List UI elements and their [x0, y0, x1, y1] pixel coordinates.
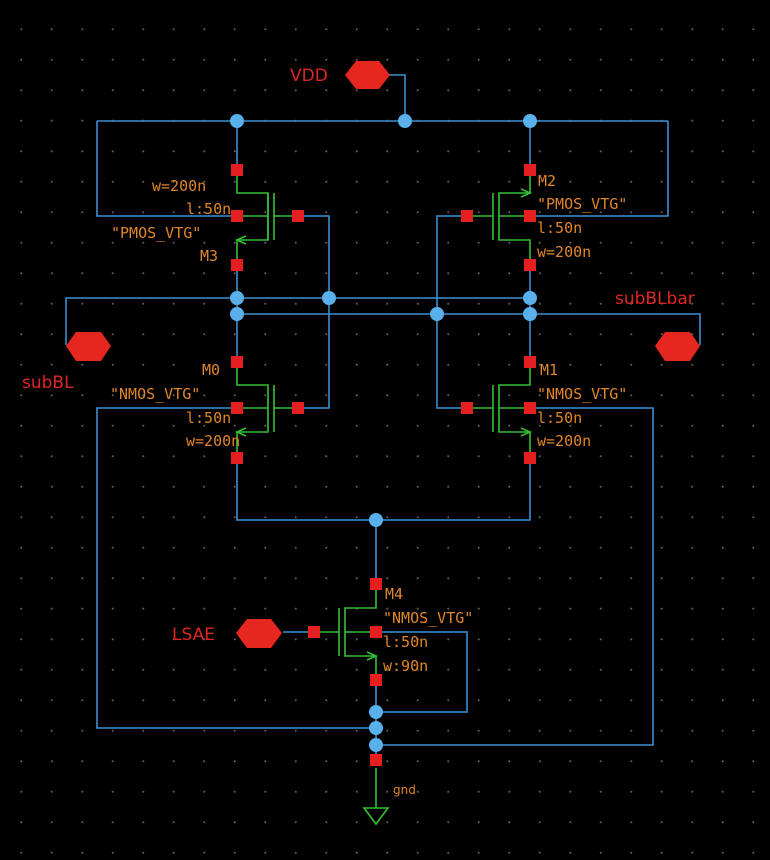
pin	[524, 259, 536, 271]
m1-name: M1	[540, 361, 558, 379]
subbl-port[interactable]	[66, 332, 111, 361]
m1-width: w=200n	[537, 432, 591, 450]
m0-model: "NMOS_VTG"	[110, 385, 200, 403]
pin	[231, 164, 243, 176]
m2-symbol	[467, 170, 532, 265]
junction-dot	[369, 721, 383, 735]
subblbar-label: subBLbar	[615, 289, 695, 309]
wire-tail	[236, 458, 531, 521]
pin	[461, 210, 473, 222]
pin	[524, 402, 536, 414]
pin	[524, 210, 536, 222]
subblbar-port[interactable]	[655, 332, 700, 361]
junction-dot	[430, 307, 444, 321]
m2-model: "PMOS_VTG"	[537, 195, 627, 213]
m0-name: M0	[202, 361, 220, 379]
pin	[231, 210, 243, 222]
wire-subblbar	[530, 313, 701, 345]
m1-length: l:50n	[537, 409, 582, 427]
junction-dot	[398, 114, 412, 128]
pin	[292, 402, 304, 414]
vdd-port[interactable]	[345, 61, 390, 89]
pin	[370, 626, 382, 638]
m3-name: M3	[200, 247, 218, 265]
m0-width: w=200n	[186, 432, 240, 450]
m0-length: l:50n	[186, 409, 231, 427]
m1-symbol	[467, 362, 532, 458]
junction-dot	[369, 513, 383, 527]
m3-symbol	[235, 170, 298, 265]
m2-width: w=200n	[537, 243, 591, 261]
gnd-label: gnd	[393, 783, 416, 797]
m4-length: l:50n	[383, 633, 428, 651]
m2-length: l:50n	[537, 219, 582, 237]
wire-subbl	[65, 297, 237, 345]
pin	[308, 626, 320, 638]
pins	[231, 164, 536, 766]
pin	[231, 259, 243, 271]
wire-m0-bulk	[96, 407, 376, 729]
junction-dot	[230, 291, 244, 305]
m0-symbol	[235, 362, 298, 458]
ports	[66, 61, 700, 648]
device-symbols	[235, 170, 532, 826]
m3-length: l:50n	[186, 200, 231, 218]
junction-dot	[369, 705, 383, 719]
vdd-label: VDD	[290, 66, 328, 86]
junction-dot	[523, 307, 537, 321]
m3-width: w=200n	[152, 177, 206, 195]
m4-width: w:90n	[383, 657, 428, 675]
junction-dot	[230, 307, 244, 321]
junction-dot	[369, 738, 383, 752]
wire-m2-bulk	[530, 121, 669, 217]
pin	[231, 402, 243, 414]
junction-dot	[230, 114, 244, 128]
pin	[524, 356, 536, 368]
wire-m3-bulk	[96, 121, 237, 217]
m3-model: "PMOS_VTG"	[111, 224, 201, 242]
gnd-symbol	[362, 807, 390, 826]
subbl-label: subBL	[22, 373, 74, 393]
pin	[231, 356, 243, 368]
pin	[292, 210, 304, 222]
pin	[231, 452, 243, 464]
wire-m4-bulk	[376, 631, 468, 713]
lsae-port[interactable]	[236, 619, 282, 648]
m4-model: "NMOS_VTG"	[383, 609, 473, 627]
wire-m1-bulk	[376, 407, 654, 746]
wire-gate-left	[298, 215, 330, 409]
pin	[524, 164, 536, 176]
pin	[461, 402, 473, 414]
pin	[370, 674, 382, 686]
junction-dot	[523, 114, 537, 128]
pin	[524, 452, 536, 464]
junction-dot	[523, 291, 537, 305]
junction-dot	[322, 291, 336, 305]
m1-model: "NMOS_VTG"	[537, 385, 627, 403]
m4-name: M4	[385, 585, 403, 603]
m4-symbol	[314, 584, 378, 680]
pin	[370, 754, 382, 766]
m2-name: M2	[538, 172, 556, 190]
labels: VDD subBL subBLbar LSAE gnd w=200n l:50n…	[22, 66, 695, 797]
junction-dots	[230, 114, 537, 752]
lsae-label: LSAE	[172, 625, 215, 645]
pin	[370, 578, 382, 590]
wire-vdd	[383, 74, 406, 121]
